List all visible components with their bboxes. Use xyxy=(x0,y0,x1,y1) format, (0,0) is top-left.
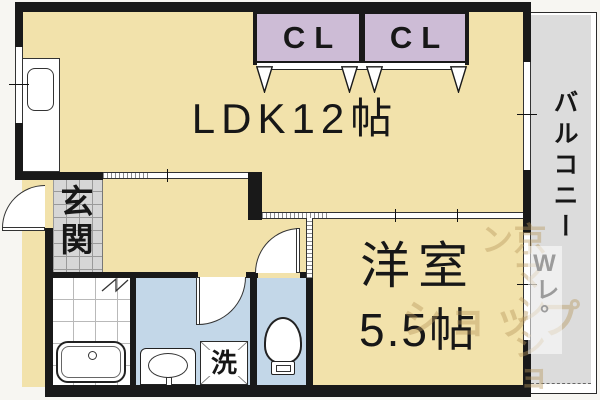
partition-hall-western xyxy=(306,218,313,278)
balcony-label: バルコニー xyxy=(550,89,578,244)
laundry-pan: 洗 xyxy=(200,341,248,385)
wall-right-mid xyxy=(523,170,531,233)
toilet-bowl xyxy=(264,317,302,364)
western-room-label: 洋室 5.5帖 xyxy=(318,241,518,353)
ldk-label: LDK12帖 xyxy=(191,95,399,142)
closet-left: CL xyxy=(253,10,363,65)
toilet-door-panel xyxy=(296,228,300,273)
closet-left-label: CL xyxy=(282,19,343,55)
window-ldk-balcony xyxy=(523,62,531,170)
wall-toilet-top-left xyxy=(246,272,258,278)
closet-door-track xyxy=(257,63,465,70)
bathroom-folding-door-icon xyxy=(101,277,129,293)
wall-washroom-top xyxy=(45,272,198,278)
wall-bottom xyxy=(45,385,531,397)
sliding-door-ldk-hall xyxy=(103,172,248,179)
watermark-badge: Wレ° xyxy=(528,246,562,354)
western-room-size: 5.5帖 xyxy=(359,304,477,356)
closet-door-arrow-icon xyxy=(450,66,467,93)
entrance-door-panel xyxy=(2,227,45,231)
wall-left-upper xyxy=(15,2,23,47)
sliding-door-ldk-western xyxy=(262,212,523,219)
closet-door-arrow-icon xyxy=(256,66,273,93)
wall-top xyxy=(15,2,530,12)
wall-left-mid xyxy=(15,123,23,173)
wall-entrance-top xyxy=(15,172,103,180)
wall-toilet-right xyxy=(306,277,313,385)
washbasin xyxy=(140,348,196,387)
wall-right-upper xyxy=(523,2,531,62)
western-room-name: 洋室 xyxy=(360,238,476,294)
entrance-floor xyxy=(53,178,103,277)
window-tick xyxy=(517,114,537,116)
toilet-tank xyxy=(271,361,295,375)
closet-door-arrow-icon xyxy=(341,66,358,93)
window-tick xyxy=(517,284,537,286)
wall-right-lower xyxy=(523,340,531,397)
closet-door-arrow-icon xyxy=(366,66,383,93)
bathtub-drain xyxy=(88,351,97,360)
washbasin-bowl xyxy=(148,353,188,378)
kitchen-counter xyxy=(22,58,60,172)
wall-bath-wash-divider xyxy=(130,277,136,385)
wall-left-lower xyxy=(45,228,53,397)
wall-center-block xyxy=(248,172,262,220)
closet-right-label: CL xyxy=(389,19,450,55)
entrance-label: 玄関 xyxy=(56,184,93,260)
sliding-door-tick xyxy=(457,209,459,222)
washroom-door-panel xyxy=(196,277,200,325)
wall-wash-toilet-divider xyxy=(250,277,257,385)
sliding-door-tick xyxy=(395,209,397,222)
sliding-door-tick xyxy=(167,169,169,182)
closet-right: CL xyxy=(361,10,469,65)
kitchen-sink xyxy=(27,68,54,111)
laundry-label: 洗 xyxy=(208,348,239,378)
bathtub xyxy=(56,341,126,383)
watermark-badge-text: Wレ° xyxy=(531,250,558,328)
entrance-door-swing xyxy=(2,185,45,228)
room-balcony: バルコニー xyxy=(530,12,597,394)
window-tick xyxy=(9,84,29,86)
